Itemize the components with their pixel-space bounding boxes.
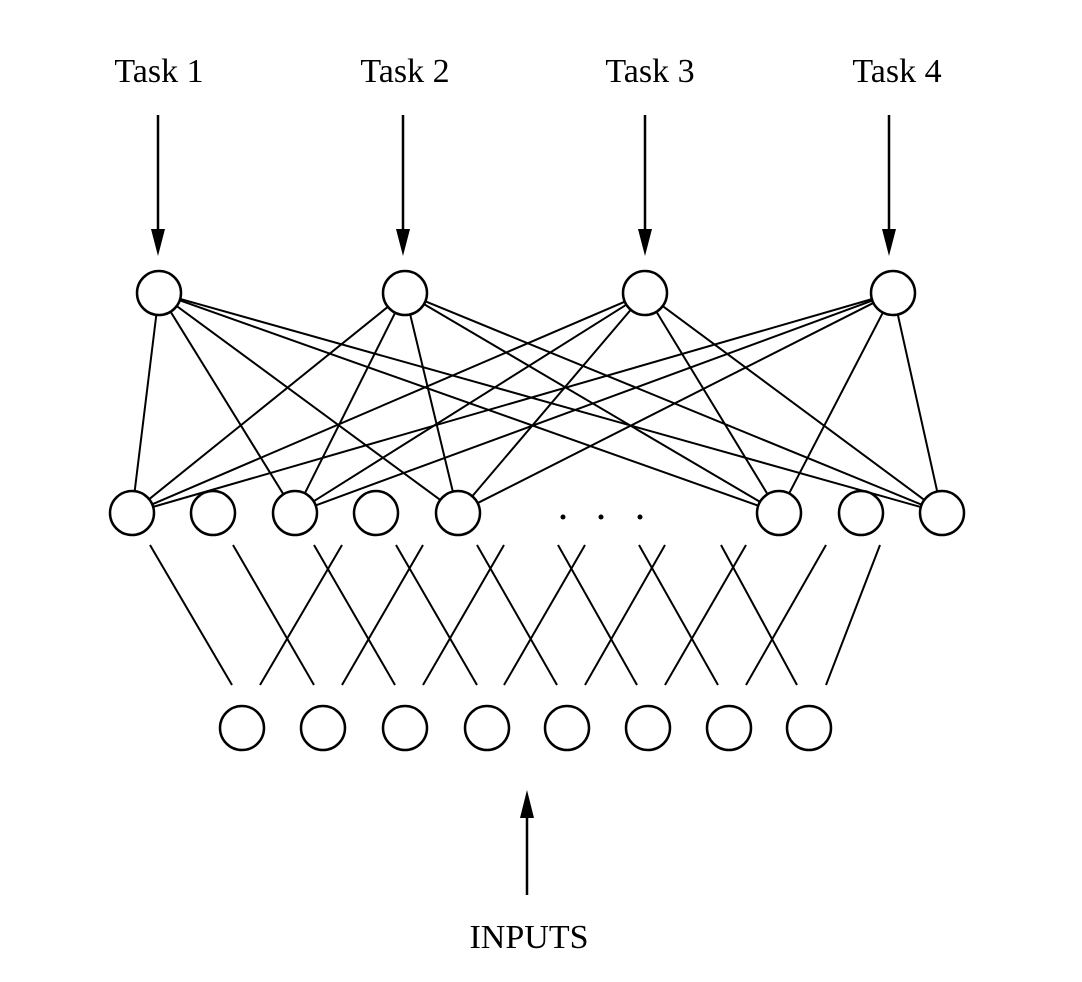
hidden-output-edge [133, 314, 158, 492]
task-2-label: Task 2 [360, 53, 449, 90]
input-node [381, 704, 429, 752]
hidden-output-connections [133, 297, 939, 509]
hidden-output-edge [471, 309, 632, 497]
hidden-output-edge [662, 305, 925, 501]
hidden-node [755, 489, 803, 537]
input-hidden-edge [720, 544, 798, 686]
ellipsis-dot [598, 514, 604, 520]
input-node [218, 704, 266, 752]
hidden-node [352, 489, 400, 537]
task-arrow-head [882, 229, 896, 256]
hidden-output-edge [788, 312, 884, 494]
output-node [621, 269, 669, 317]
hidden-output-edge [313, 303, 627, 503]
hidden-output-edge [896, 314, 939, 492]
input-hidden-edge [584, 544, 666, 686]
arrows [151, 115, 896, 895]
ellipsis-dot [637, 514, 643, 520]
task-4-label: Task 4 [852, 53, 941, 90]
hidden-node [189, 489, 237, 537]
output-node [381, 269, 429, 317]
input-hidden-edge [149, 544, 233, 686]
input-hidden-edge [395, 544, 478, 686]
inputs-arrow-head [520, 790, 534, 818]
input-hidden-connections [149, 544, 881, 686]
hidden-node [434, 489, 482, 537]
hidden-output-edge [409, 314, 454, 492]
task-3-label: Task 3 [605, 53, 694, 90]
input-node [543, 704, 591, 752]
hidden-output-edge [169, 311, 285, 495]
input-hidden-edge [259, 544, 343, 686]
hidden-output-edge [151, 300, 626, 506]
input-node [705, 704, 753, 752]
input-hidden-edge [341, 544, 424, 686]
input-hidden-edge [825, 544, 881, 686]
hidden-output-edge [303, 312, 397, 494]
hidden-node [108, 489, 156, 537]
input-node [785, 704, 833, 752]
task-1-label: Task 1 [114, 53, 203, 90]
hidden-ellipsis [560, 514, 643, 520]
hidden-node [837, 489, 885, 537]
input-node [299, 704, 347, 752]
hidden-output-edge [655, 311, 769, 495]
hidden-output-edge [152, 298, 873, 508]
input-node [624, 704, 672, 752]
input-hidden-edge [745, 544, 827, 686]
input-hidden-edge [422, 544, 505, 686]
output-node [869, 269, 917, 317]
task-arrow-head [396, 229, 410, 256]
input-hidden-edge [664, 544, 747, 686]
labels: Task 1 Task 2 Task 3 Task 4 INPUTS [114, 53, 941, 956]
nodes [108, 269, 966, 752]
output-node [135, 269, 183, 317]
hidden-output-edge [148, 306, 389, 500]
input-hidden-edge [232, 544, 315, 686]
input-hidden-edge [503, 544, 586, 686]
ellipsis-dot [560, 514, 566, 520]
input-node [463, 704, 511, 752]
inputs-label: INPUTS [469, 919, 588, 956]
hidden-node [918, 489, 966, 537]
hidden-node [271, 489, 319, 537]
hidden-output-edge [176, 305, 441, 501]
task-arrow-head [638, 229, 652, 256]
hidden-output-edge [315, 299, 873, 507]
hidden-output-edge [477, 302, 874, 504]
task-arrow-head [151, 229, 165, 256]
